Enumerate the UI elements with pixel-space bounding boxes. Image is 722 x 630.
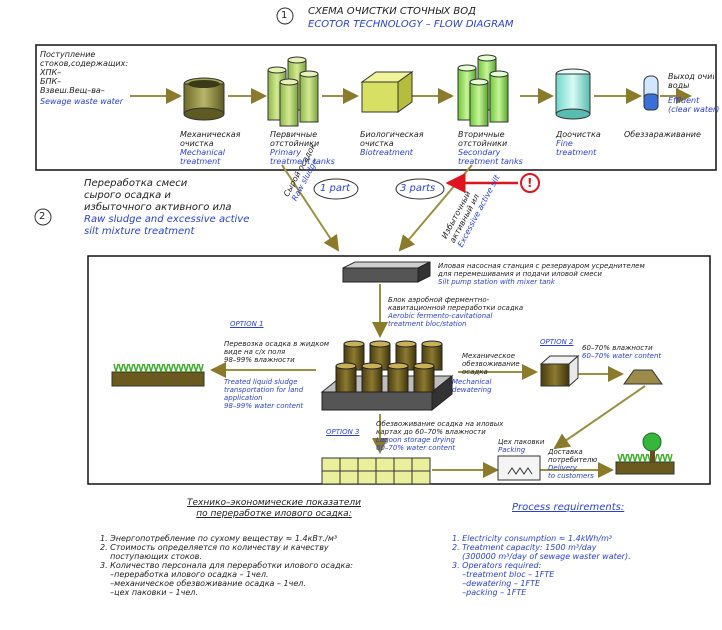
disinfection-tank-icon <box>643 75 659 111</box>
pump-station-icon <box>342 261 431 283</box>
inflow-ru: Поступление стоков,содержащих: ХПК– БПК–… <box>40 50 129 95</box>
lagoon-grid-icon <box>321 457 431 485</box>
option2-mech-label: Механическое обезвоживание осадка <box>462 352 520 376</box>
effluent-label: Выход очищенной воды Effluent (clear wat… <box>668 72 720 114</box>
packing-shop-icon <box>497 455 541 481</box>
econ-title: Технико–экономические показатели по пере… <box>187 498 361 519</box>
delivery-field-icon <box>615 432 675 475</box>
primary-tanks-icon <box>267 56 319 127</box>
stage-disinfection: Обеззараживание <box>624 130 701 139</box>
option2-label: OPTION 2 <box>540 338 574 346</box>
pump-station-label: Иловая насосная станция с резервуаром ус… <box>438 262 645 286</box>
bloc-tank-icon <box>387 362 409 393</box>
option3-text: Обезвоживание осадка на иловых картах до… <box>376 420 504 452</box>
bloc-tank-icon <box>361 362 383 393</box>
treatment-bloc-icon <box>320 340 454 412</box>
sludge-pile-icon <box>623 369 663 385</box>
biotreatment-box-icon <box>360 71 414 113</box>
section2-number: 2 <box>39 211 46 222</box>
secondary-tanks-icon <box>457 54 509 127</box>
packing-label: Цех паковки Packing <box>498 438 545 454</box>
econ-list: 1. Энергопотребление по сухому веществу … <box>100 534 353 597</box>
option3-label: OPTION 3 <box>326 428 360 436</box>
bloc-tank-icon <box>335 362 357 393</box>
header-title-ru: СХЕМА ОЧИСТКИ СТОЧНЫХ ВОД <box>308 6 476 17</box>
land-field-icon <box>111 363 205 387</box>
inflow-en: Sewage waste water <box>40 97 123 106</box>
process-title: Process requirements: <box>512 502 625 513</box>
option1-ru: Перевозка осадка в жидком виде на с/х по… <box>224 340 330 364</box>
option2-content: 60–70% влажности 60–70% water content <box>582 344 662 360</box>
mechanical-tank-icon <box>183 77 225 121</box>
fine-treatment-tank-icon <box>555 68 591 120</box>
option2-mech-en: Mechanical dewatering <box>452 378 492 394</box>
bloc-tank-icon <box>413 362 435 393</box>
warning-mark: ! <box>527 176 533 190</box>
delivery-label: Доставка потребителю Delivery to custome… <box>548 448 598 480</box>
header-title-en: ECOTOR TECHNOLOGY – FLOW DIAGRAM <box>308 19 514 30</box>
option1-en: Treated liquid sludge transportation for… <box>224 378 304 410</box>
header-number: 1 <box>281 10 288 21</box>
section2-title: Переработка смеси сырого осадка и избыто… <box>84 178 250 237</box>
bloc-label: Блок аэробной ферментно- кавитационной п… <box>388 296 524 328</box>
part-3-label: 3 parts <box>400 183 436 194</box>
bloc-tank-icon <box>421 340 443 371</box>
dewatered-sludge-box-icon <box>539 354 580 388</box>
process-list: 1. Electricity consumption ≈ 1.4kWh/m³ 2… <box>452 534 631 597</box>
option1-label: OPTION 1 <box>230 320 264 328</box>
part-1-label: 1 part <box>320 183 351 194</box>
